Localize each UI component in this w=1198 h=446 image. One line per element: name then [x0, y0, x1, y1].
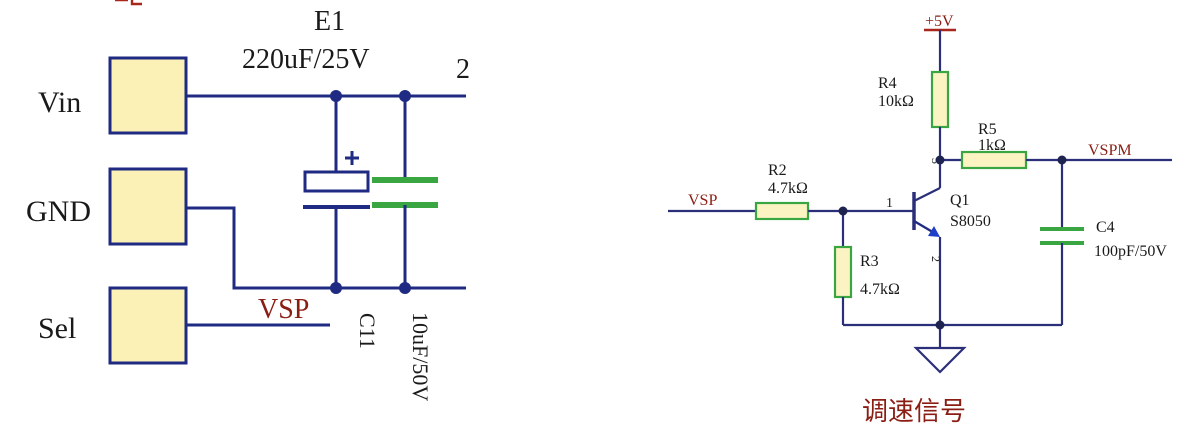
resistor-r3	[833, 245, 853, 299]
q1-pin-emitter: 2	[929, 256, 943, 262]
r4-value: 10kΩ	[878, 93, 914, 110]
junction-dot	[330, 90, 342, 102]
cap-e1-value: 220uF/25V	[242, 44, 370, 75]
caption-speed-signal: 调速信号	[862, 397, 966, 426]
q1-ref: Q1	[950, 192, 970, 209]
junction-dot	[1057, 155, 1067, 165]
resistor-r5	[960, 150, 1028, 170]
net-label-vsp-in: VSP	[688, 192, 717, 209]
cap-c11	[372, 96, 438, 288]
pin-label-gnd: GND	[26, 195, 91, 228]
net-label-vsp: VSP	[258, 294, 309, 325]
clipped-label-text: 2	[456, 54, 470, 85]
c4-value: 100pF/50V	[1094, 243, 1167, 260]
net-label-vspm: VSPM	[1088, 142, 1132, 159]
r2-ref: R2	[768, 162, 787, 179]
cap-e1-plate-positive	[303, 170, 370, 193]
r5-ref: R5	[978, 121, 997, 138]
gnd-wire	[186, 206, 466, 290]
cap-c11-ref: C11	[355, 313, 380, 349]
clipped-red-mark	[115, 0, 142, 6]
q1-part: S8050	[950, 213, 991, 230]
junction-dot	[330, 282, 342, 294]
connector-pad-sel	[108, 286, 188, 365]
connector-pad-gnd	[108, 167, 188, 246]
connector-pad-vin	[108, 56, 188, 135]
q1-pin-base: 1	[886, 196, 893, 211]
r2-value: 4.7kΩ	[768, 180, 808, 197]
transistor-q1	[912, 187, 942, 325]
emitter-arrow-icon	[928, 226, 940, 237]
r5-value: 1kΩ	[978, 137, 1006, 154]
resistor-r2	[754, 201, 810, 221]
junction-dot	[399, 282, 411, 294]
c4-ref: C4	[1096, 219, 1115, 236]
pin-label-sel: Sel	[38, 312, 76, 345]
junction-dot	[838, 206, 848, 216]
r3-ref: R3	[860, 253, 879, 270]
cap-c11-value: 10uF/50V	[408, 312, 433, 401]
supply-label-5v: +5V	[925, 13, 954, 30]
r3-value: 4.7kΩ	[860, 281, 900, 298]
pin-label-vin: Vin	[38, 86, 81, 119]
cap-e1	[303, 96, 370, 288]
resistor-r4	[930, 70, 950, 129]
junction-dot	[935, 155, 945, 165]
cap-e1-ref: E1	[314, 6, 345, 37]
plus-icon	[345, 151, 359, 165]
ground-icon	[913, 346, 967, 374]
junction-dot	[935, 320, 945, 330]
left-schematic: Vin GND Sel E1 220uF/25V 2 VSP C11 10uF/…	[26, 0, 470, 401]
r4-ref: R4	[878, 75, 897, 92]
right-schematic: +5V R4 10kΩ R5 1kΩ VSPM VSP R2 4.7kΩ R3 …	[668, 13, 1172, 426]
junction-dot	[399, 90, 411, 102]
